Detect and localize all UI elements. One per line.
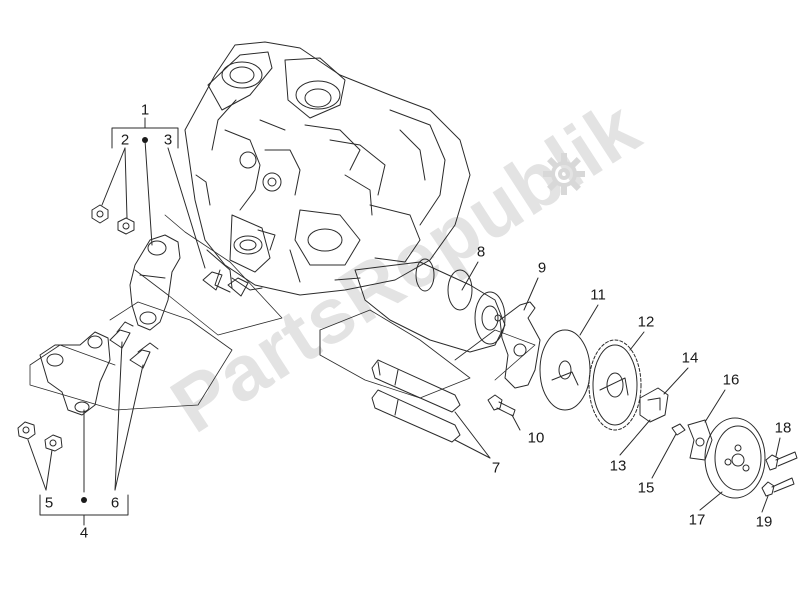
callout-2: 2: [120, 131, 130, 149]
callout-1: 1: [140, 101, 150, 119]
callout-6: 6: [110, 494, 120, 512]
leader-frames: [29, 214, 536, 411]
callout-8: 8: [476, 243, 486, 261]
callout-14: 14: [681, 349, 699, 367]
plate-screw: [487, 394, 516, 417]
callout-19: 19: [755, 513, 773, 531]
rocker-shafts: [371, 359, 461, 443]
callout-leaders: [27, 117, 781, 526]
callout-4: 4: [79, 524, 89, 542]
cover: [704, 417, 766, 499]
counterweight: [639, 387, 669, 423]
bracket-dots: [81, 137, 148, 503]
callout-13: 13: [609, 457, 627, 475]
callout-3: 3: [163, 131, 173, 149]
thrust-plate: [499, 301, 541, 389]
callout-15: 15: [637, 479, 655, 497]
timing-sprocket: [588, 339, 642, 431]
rocker-arm-lower: [39, 331, 111, 416]
gear-icon: [543, 153, 585, 195]
callout-16: 16: [722, 371, 740, 389]
cam-disc: [539, 329, 591, 411]
callout-5: 5: [44, 494, 54, 512]
bolts: [761, 451, 798, 497]
callout-11: 11: [590, 286, 606, 304]
callout-7: 7: [491, 459, 501, 477]
callout-17: 17: [688, 511, 706, 529]
nuts: [17, 204, 135, 452]
cylinder-head: [184, 41, 471, 296]
camshaft: [334, 258, 506, 353]
rocker-arm-upper: [129, 234, 181, 331]
adjusting-screws: [109, 271, 249, 369]
pin: [671, 423, 686, 436]
callout-18: 18: [774, 419, 792, 437]
callout-12: 12: [637, 313, 655, 331]
callout-9: 9: [537, 259, 547, 277]
callout-10: 10: [527, 429, 545, 447]
